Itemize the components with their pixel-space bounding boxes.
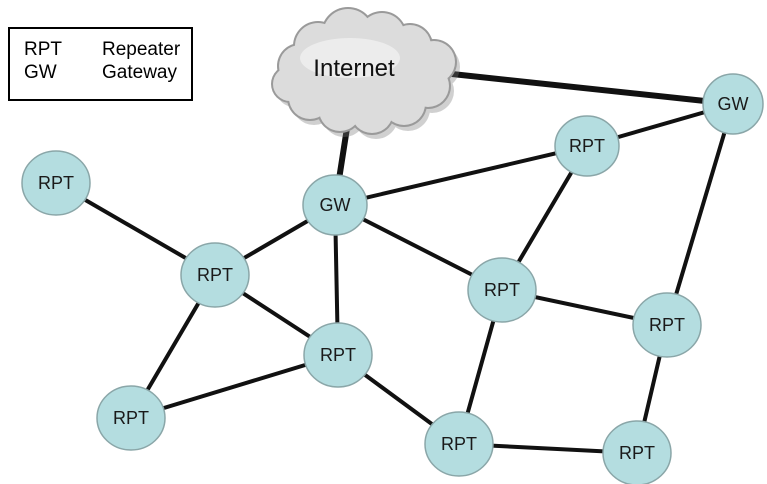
link-cloud-to-gw-right: [449, 71, 736, 107]
node-label: GW: [320, 195, 351, 215]
node-rpt-right: RPT: [632, 292, 702, 358]
node-circle: [554, 115, 620, 177]
legend-row-repeater: RPT Repeater: [24, 40, 180, 60]
node-rpt-top-right: RPT: [554, 115, 620, 177]
node-label: RPT: [569, 136, 605, 156]
node-circle: [424, 411, 494, 477]
node-label: GW: [718, 94, 749, 114]
node-rpt-far-left: RPT: [21, 150, 91, 216]
node-label: RPT: [197, 265, 233, 285]
legend-abbr-rpt: RPT: [24, 39, 62, 60]
legend: RPT Repeater GW Gateway: [8, 27, 193, 101]
internet-label: Internet: [313, 55, 395, 82]
legend-row-gateway: GW Gateway: [24, 63, 177, 83]
node-label: RPT: [649, 315, 685, 335]
node-circle: [180, 242, 250, 308]
node-label: RPT: [113, 408, 149, 428]
internet-cloud: Internet: [271, 7, 460, 139]
node-circle: [303, 322, 373, 388]
node-label: RPT: [619, 443, 655, 463]
node-gw-right: GW: [702, 73, 764, 135]
nodes-layer: GW RPT RPT GW RPT RPT RPT RPT RPT RPT RPT: [21, 73, 764, 484]
node-rpt-center-right: RPT: [467, 257, 537, 323]
node-label: RPT: [484, 280, 520, 300]
node-label: RPT: [320, 345, 356, 365]
legend-abbr-gw: GW: [24, 62, 57, 83]
node-rpt-bottom-left: RPT: [96, 385, 166, 451]
node-rpt-left: RPT: [180, 242, 250, 308]
node-circle: [602, 420, 672, 484]
legend-desc-repeater: Repeater: [102, 39, 181, 60]
node-circle: [96, 385, 166, 451]
node-circle: [702, 73, 764, 135]
node-rpt-center: RPT: [303, 322, 373, 388]
node-rpt-bottom-right: RPT: [602, 420, 672, 484]
node-label: RPT: [38, 173, 74, 193]
node-circle: [302, 174, 368, 236]
node-circle: [632, 292, 702, 358]
node-circle: [467, 257, 537, 323]
legend-desc-gateway: Gateway: [102, 62, 177, 83]
node-circle: [21, 150, 91, 216]
link-gw-center-to-rpt-top-right: [333, 144, 589, 207]
node-gw-center: GW: [302, 174, 368, 236]
node-rpt-bottom-center: RPT: [424, 411, 494, 477]
link-rpt-center-to-rpt-bottom-left: [129, 353, 340, 420]
cloud-icon: [271, 7, 460, 139]
node-label: RPT: [441, 434, 477, 454]
link-gw-right-to-rpt-right: [665, 102, 735, 327]
links-layer: [54, 71, 736, 455]
